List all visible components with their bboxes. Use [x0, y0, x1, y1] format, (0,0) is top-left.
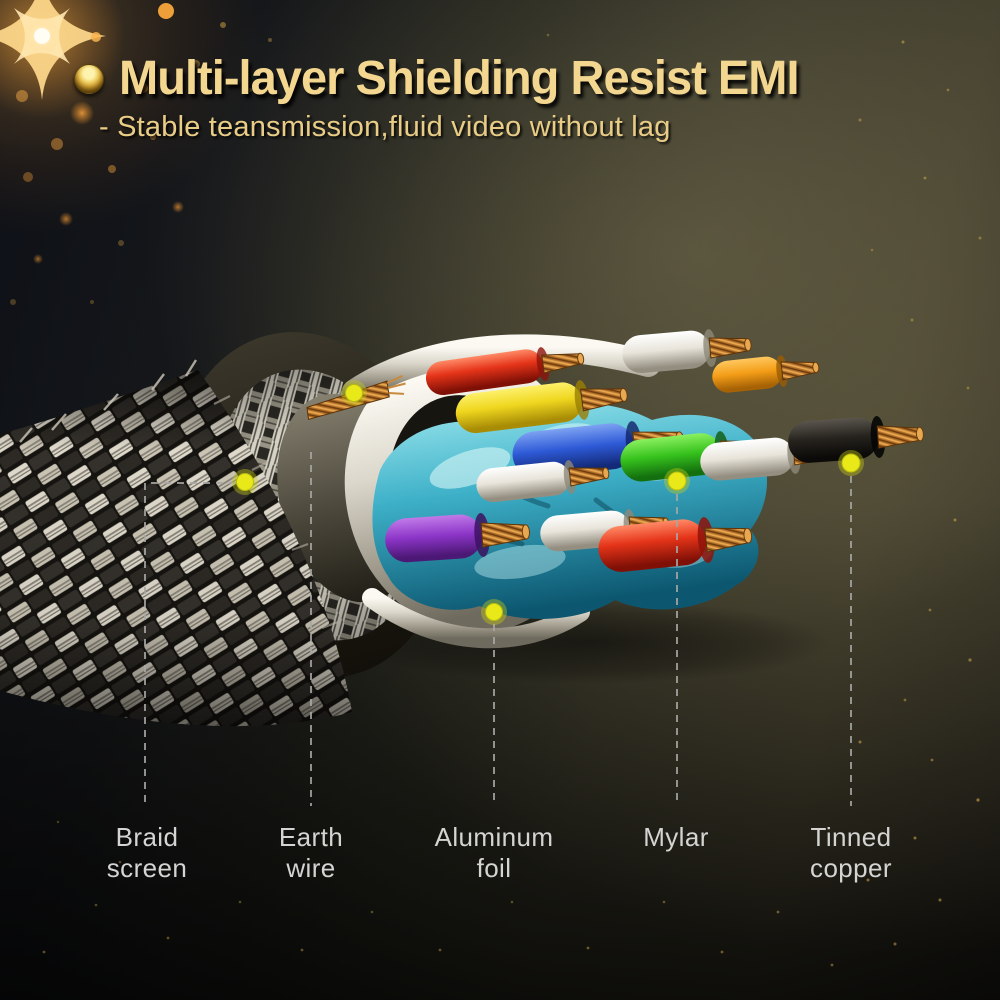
wire-red [425, 347, 585, 396]
wire-orange [712, 355, 820, 393]
wire-black [788, 416, 924, 463]
callout-dot-earth-wire [341, 380, 367, 406]
label-line: screen [106, 853, 188, 883]
wire-purple [385, 513, 531, 563]
wire-white-top [622, 329, 752, 374]
label-line: Aluminum [434, 822, 554, 852]
foil-lip-bottom [362, 588, 590, 649]
gold-ring-icon [74, 64, 104, 94]
outer-braid-sleeve [0, 359, 352, 727]
bokeh-glow-dots [10, 3, 272, 305]
callout-dot-mylar [664, 468, 690, 494]
page-subtitle: - Stable teansmission,fluid video withou… [99, 111, 671, 143]
callout-dot-braid-screen [232, 469, 258, 495]
callout-dots [232, 380, 864, 625]
wire-yellow [455, 380, 628, 434]
label-line: Mylar [643, 822, 709, 852]
label-earth-wire: Earth wire [279, 822, 343, 884]
callout-dot-tinned-copper [838, 450, 864, 476]
label-line: Earth [278, 822, 344, 852]
leader-braid-screen [144, 482, 236, 806]
label-line: copper [810, 853, 892, 883]
header: Multi-layer Shielding Resist EMI [74, 50, 812, 108]
page-title: Multi-layer Shielding Resist EMI [119, 52, 800, 105]
wire-red-low [598, 517, 753, 572]
callout-leaders [144, 452, 852, 806]
gold-speck-dots [42, 33, 982, 967]
label-braid-screen: Braid screen [107, 822, 187, 884]
cable-layers [0, 329, 924, 727]
label-mylar: Mylar [643, 822, 709, 853]
label-line: wire [286, 853, 336, 883]
wire-white-mid [476, 460, 610, 503]
inner-wires [306, 329, 924, 572]
label-line: foil [476, 853, 512, 883]
callout-dot-aluminum-foil [481, 599, 507, 625]
label-tinned-copper: Tinned copper [810, 822, 892, 884]
label-line: Tinned [810, 822, 892, 852]
label-line: Braid [115, 822, 179, 852]
foil-flap-top [342, 334, 661, 405]
label-aluminum-foil: Aluminum foil [435, 822, 554, 884]
